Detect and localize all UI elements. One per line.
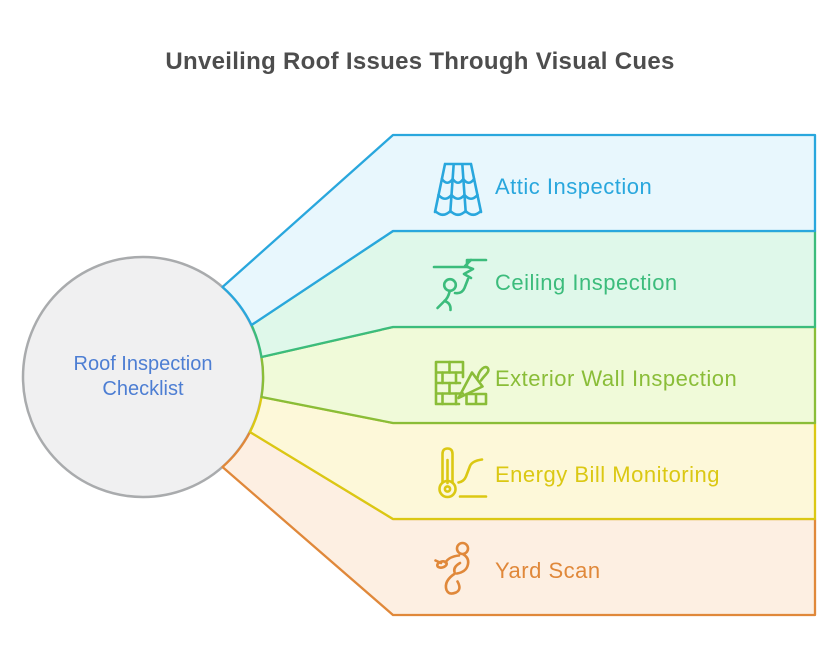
label-exterior-wall-inspection: Exterior Wall Inspection (495, 366, 737, 391)
label-ceiling-inspection: Ceiling Inspection (495, 270, 678, 295)
page-title: Unveiling Roof Issues Through Visual Cue… (165, 48, 675, 75)
center-circle-label: Roof Inspection Checklist (33, 352, 253, 402)
center-label-line1: Roof Inspection (73, 353, 213, 375)
person-yard-scan-icon (434, 541, 470, 595)
ceiling-crack-inspector-icon (432, 258, 488, 312)
label-energy-bill-monitoring: Energy Bill Monitoring (495, 462, 720, 487)
label-attic-inspection: Attic Inspection (495, 174, 652, 199)
brick-wall-trowel-icon (434, 360, 490, 406)
band-attic-inspection (221, 133, 817, 327)
thermometer-graph-icon (438, 447, 488, 499)
center-label-line2: Checklist (102, 378, 184, 400)
roof-tiles-icon (433, 162, 483, 217)
label-yard-scan: Yard Scan (495, 558, 601, 583)
